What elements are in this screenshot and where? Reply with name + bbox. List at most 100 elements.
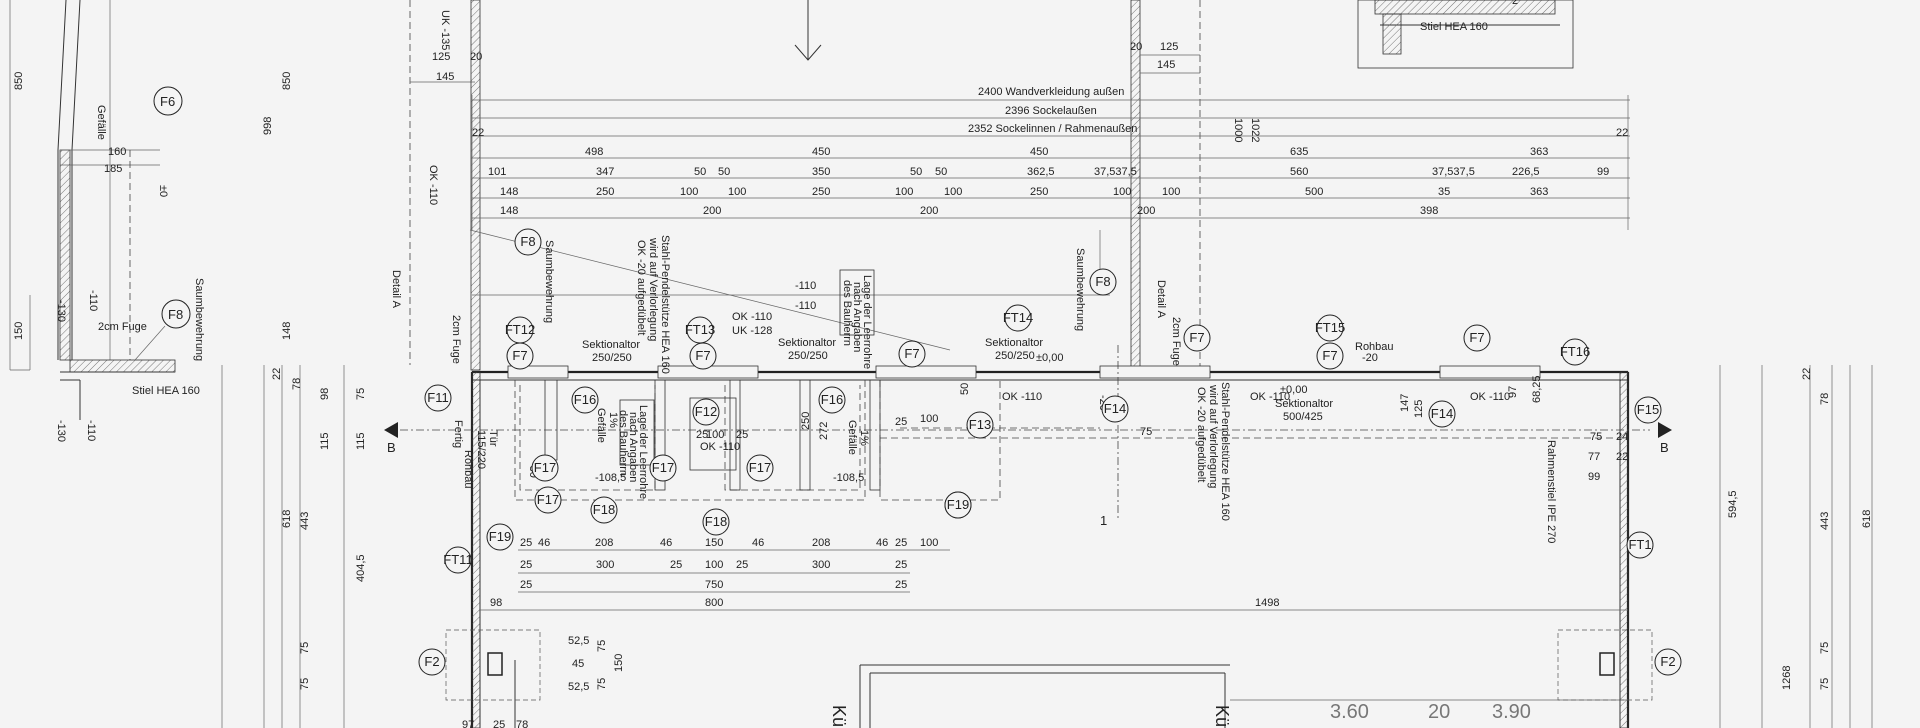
- section-B-right: B: [1660, 440, 1669, 455]
- callout-label-26: F17: [537, 492, 559, 507]
- r5-8: 37,537,5: [1094, 166, 1137, 178]
- bs-25: 25: [493, 719, 505, 728]
- tr-2: 2: [1512, 0, 1518, 7]
- callout-label-8: FT14: [1003, 310, 1033, 325]
- section-markers: B B 1: [384, 422, 1672, 528]
- r6-2: 100: [680, 186, 698, 198]
- callout-label-20: F14: [1104, 401, 1126, 416]
- callout-label-2: F8: [520, 234, 535, 249]
- b1-0: 25: [520, 537, 532, 549]
- callout-F8-left: [161, 299, 191, 329]
- vr-443: 443: [1819, 512, 1831, 530]
- b4-0: 98: [490, 597, 502, 609]
- b1-7: 46: [876, 537, 888, 549]
- dim-850-right: 850: [281, 72, 293, 90]
- callout-circle-2: [514, 228, 542, 256]
- callout-label-15: F11: [427, 390, 448, 405]
- tr-1022: 1022: [1249, 118, 1261, 142]
- bs-78: 78: [516, 719, 528, 728]
- callout-label-34: F2: [424, 654, 439, 669]
- tl-ok110: OK -110: [427, 165, 439, 205]
- rohbau-door: Rohbau: [462, 450, 474, 489]
- callout-circle-21: [1428, 400, 1456, 428]
- callout-label-12: F7: [1322, 348, 1337, 363]
- callout-label-19: F13: [969, 417, 991, 432]
- sektional1-size: 250/250: [592, 352, 632, 364]
- b2-4: 25: [736, 559, 748, 571]
- fertig: Fertig: [452, 420, 464, 448]
- d-100b: 100: [920, 413, 938, 425]
- vr-1268: 1268: [1781, 666, 1793, 690]
- sektional3-size: 250/250: [995, 350, 1035, 362]
- gefaelle2b: Gefälle: [846, 420, 858, 455]
- d-75: 75: [1140, 426, 1152, 438]
- tl-125: 125: [432, 51, 450, 63]
- bottom-dimension-chains: 25 46 208 46 150 46 208 46 25 100 25 300…: [462, 537, 1628, 728]
- top-22-right: 22: [1616, 127, 1628, 139]
- b1-4: 150: [705, 537, 723, 549]
- r7-1: 200: [703, 205, 721, 217]
- vr-618: 618: [1861, 510, 1873, 528]
- callout-label-4: F7: [512, 348, 527, 363]
- tr-steel: Stiel HEA 160: [1420, 21, 1488, 33]
- m110-b: -110: [795, 300, 816, 312]
- tl-145: 145: [436, 71, 454, 83]
- callout-label-35: F2: [1660, 654, 1675, 669]
- top-row3: 2352 Sockelinnen / Rahmenaußen: [968, 123, 1137, 135]
- plus50-label: ±0: [157, 185, 169, 197]
- callout-circle-14: [1561, 338, 1589, 366]
- r6-7: 250: [1030, 186, 1048, 198]
- b1-9: 100: [920, 537, 938, 549]
- top-dimension-chains: 2400 Wandverkleidung außen 2396 Sockelau…: [471, 86, 1630, 230]
- kuehl-room-1: Kühlra: [829, 705, 849, 728]
- callout-circle-10: [1183, 324, 1211, 352]
- vertical-dimensions: 78 98 75 115 115 618 443 404,5 75 75 594…: [221, 365, 1873, 728]
- callout-circle-13: [1463, 324, 1491, 352]
- callout-circle-8: [1004, 304, 1032, 332]
- v-75c: 75: [299, 678, 311, 690]
- sektional3: Sektionaltor: [985, 337, 1043, 349]
- sektional2-size: 250/250: [788, 350, 828, 362]
- pm0-b: ±0,00: [1280, 384, 1307, 396]
- callout-label-3: FT12: [505, 322, 535, 337]
- rohbau-20: -20: [1362, 352, 1378, 364]
- callout-F8-left-text: F8: [168, 307, 183, 322]
- b2-2: 25: [670, 559, 682, 571]
- callout-circle-24: [649, 454, 677, 482]
- callout-label-21: F14: [1431, 406, 1453, 421]
- r6-6: 100: [944, 186, 962, 198]
- pm0-a: ±0,00: [1036, 352, 1063, 364]
- callout-circle-9: [1089, 268, 1117, 296]
- r5-6: 50: [935, 166, 947, 178]
- d-147: 147: [1399, 394, 1411, 412]
- callout-circle-33: [1626, 531, 1654, 559]
- r5-12: 99: [1597, 166, 1609, 178]
- callout-label-13: F7: [1469, 330, 1484, 345]
- r5-1: 347: [596, 166, 614, 178]
- tr-125: 125: [1160, 41, 1178, 53]
- callout-label-6: F7: [695, 348, 710, 363]
- d-50: 50: [959, 383, 971, 395]
- bs-75b: 75: [596, 678, 608, 690]
- fuge-mid: 2cm Fuge: [450, 315, 462, 364]
- callout-circle-4: [506, 342, 534, 370]
- callout-circle-20: [1101, 395, 1129, 423]
- minus130-label: -130: [55, 300, 67, 322]
- rahmen: Rahmenstiel IPE 270: [1545, 440, 1557, 543]
- b3-0: 25: [520, 579, 532, 591]
- gefaelle2: 1%: [858, 430, 870, 446]
- r5-11: 226,5: [1512, 166, 1540, 178]
- main-walls: Kühlra Kühlr 3.60 20 3.90: [445, 229, 1653, 728]
- stahl2c: OK -20 aufgedübelt: [1195, 387, 1207, 482]
- b2-6: 25: [895, 559, 907, 571]
- b2-5: 300: [812, 559, 830, 571]
- minus110-label: -110: [87, 290, 99, 311]
- ok110-r2: OK -110: [1250, 391, 1290, 403]
- b4-2: 1498: [1255, 597, 1279, 609]
- tl-uk135: UK -135: [439, 10, 451, 50]
- callout-circle-28: [486, 523, 514, 551]
- callout-label-29: F18: [705, 514, 727, 529]
- ok110-r4: OK -110: [700, 441, 740, 453]
- callout-circle-32: [444, 546, 472, 574]
